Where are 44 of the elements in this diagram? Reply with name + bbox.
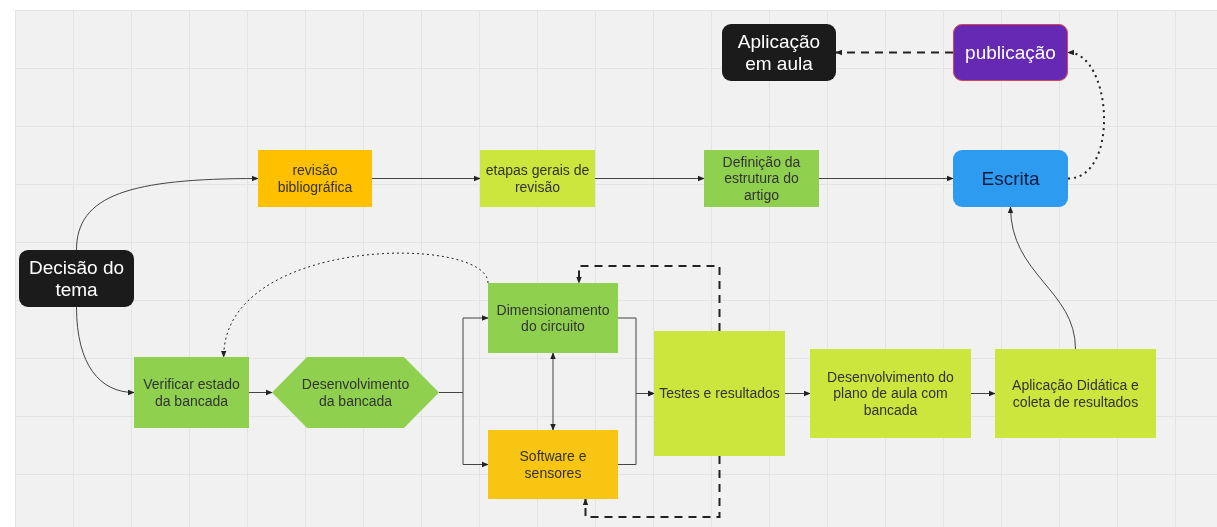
- node-label: Decisão do tema: [27, 256, 126, 301]
- node-label: Definição da estrutura do artigo: [721, 154, 802, 203]
- node-label: Verificar estado da bancada: [142, 376, 241, 409]
- node-label: Aplicação Didática e coleta de resultados: [1011, 377, 1140, 410]
- arrow: [550, 352, 556, 431]
- process-box: [258, 150, 372, 207]
- arrow: [818, 175, 954, 182]
- process-box: [134, 357, 249, 428]
- node-label: revisão bibliográfica: [276, 162, 354, 195]
- dashed-arrow: [1067, 51, 1105, 180]
- node-label: Testes e resultados: [659, 385, 780, 402]
- node-label: etapas gerais de revisão: [484, 162, 591, 195]
- node-label: Desenvolvimento do plano de aula com bancada: [826, 369, 955, 418]
- hexagon: [272, 357, 439, 428]
- arrow: [970, 390, 996, 397]
- arrow: [784, 390, 811, 397]
- dashed-arrow: [222, 252, 489, 358]
- process-box: [995, 349, 1156, 438]
- rounded-box: [953, 150, 1068, 207]
- terminal-box: [953, 24, 1068, 81]
- arrow: [248, 389, 273, 396]
- process-box: [480, 150, 595, 207]
- node-label: Desenvolvimento da bancada: [301, 376, 410, 409]
- node-label: Dimensionamento do circuito: [495, 301, 611, 335]
- arrow: [371, 175, 481, 182]
- arrow: [1008, 206, 1076, 350]
- dashed-arrow: [582, 455, 721, 518]
- terminal-box: [19, 250, 134, 307]
- process-box: [488, 283, 618, 353]
- node-label: Aplicação em aula: [736, 30, 822, 75]
- node-label: Software e sensores: [518, 448, 588, 481]
- node-label: Escrita: [981, 167, 1040, 190]
- arrow: [594, 175, 705, 182]
- arrow: [617, 390, 655, 465]
- arrow: [76, 306, 135, 395]
- process-box: [810, 349, 971, 438]
- process-box: [488, 430, 618, 499]
- dashed-arrow: [576, 265, 721, 332]
- terminal-box: [722, 24, 836, 81]
- arrow: [76, 175, 259, 251]
- process-box: [704, 150, 819, 207]
- dashed-arrow: [835, 49, 954, 56]
- node-label: publicação: [965, 41, 1056, 64]
- process-box: [654, 331, 785, 456]
